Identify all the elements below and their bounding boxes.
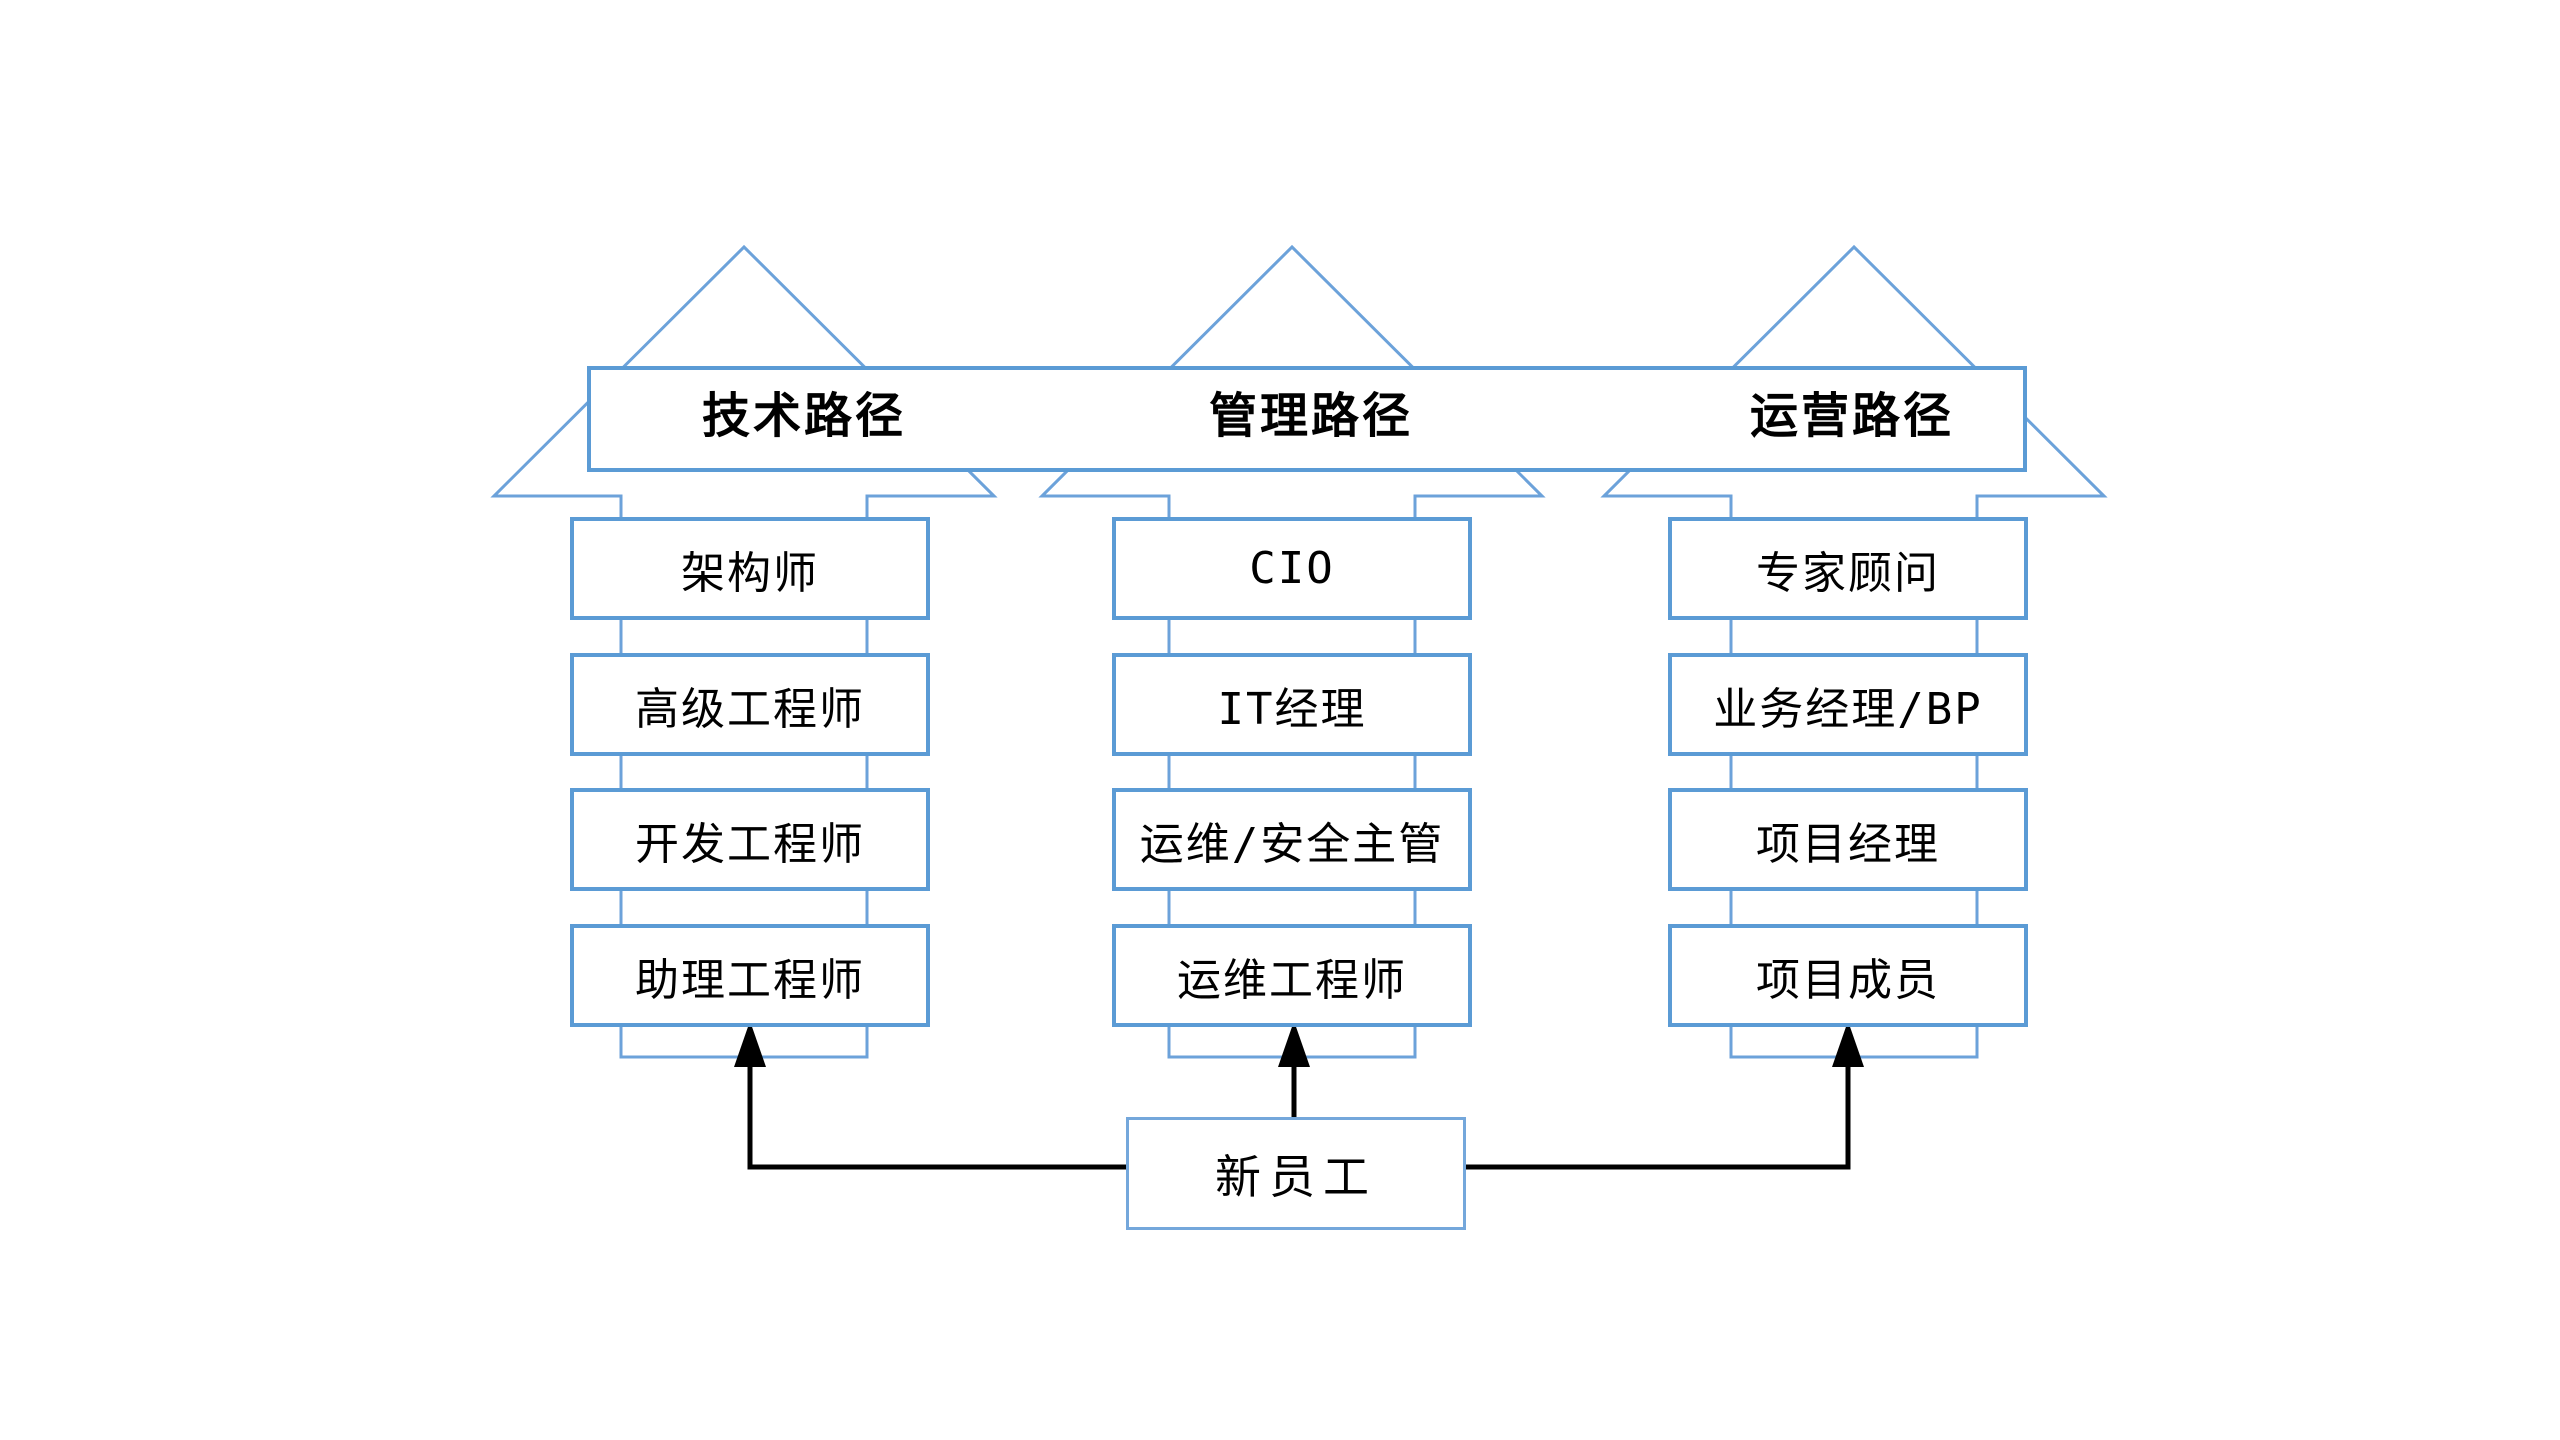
level-box-expert-consultant: 专家顾问 bbox=[1668, 517, 2028, 620]
start-to-operations-connector bbox=[1466, 1050, 1851, 1170]
level-box-it-manager: IT经理 bbox=[1112, 653, 1472, 756]
path-title-technical: 技术路径 bbox=[701, 390, 906, 443]
technical-arrowhead-icon bbox=[734, 1021, 766, 1067]
level-box-dev-engineer: 开发工程师 bbox=[570, 788, 930, 891]
path-title-band bbox=[587, 366, 2027, 472]
management-arrowhead-icon bbox=[1278, 1021, 1310, 1067]
level-box-business-manager-bp: 业务经理/BP bbox=[1668, 653, 2028, 756]
start-to-technical-connector bbox=[747, 1050, 1126, 1170]
level-box-assistant-engineer: 助理工程师 bbox=[570, 924, 930, 1027]
level-box-project-manager: 项目经理 bbox=[1668, 788, 2028, 891]
level-box-architect: 架构师 bbox=[570, 517, 930, 620]
start-box-new-employee: 新员工 bbox=[1126, 1117, 1466, 1230]
operations-arrowhead-icon bbox=[1832, 1021, 1864, 1067]
level-box-ops-engineer: 运维工程师 bbox=[1112, 924, 1472, 1027]
level-box-ops-security-supervisor: 运维/安全主管 bbox=[1112, 788, 1472, 891]
level-box-project-member: 项目成员 bbox=[1668, 924, 2028, 1027]
path-title-management: 管理路径 bbox=[1208, 390, 1413, 443]
path-title-operations: 运营路径 bbox=[1749, 390, 1954, 443]
level-box-senior-engineer: 高级工程师 bbox=[570, 653, 930, 756]
level-box-cio: CIO bbox=[1112, 517, 1472, 620]
